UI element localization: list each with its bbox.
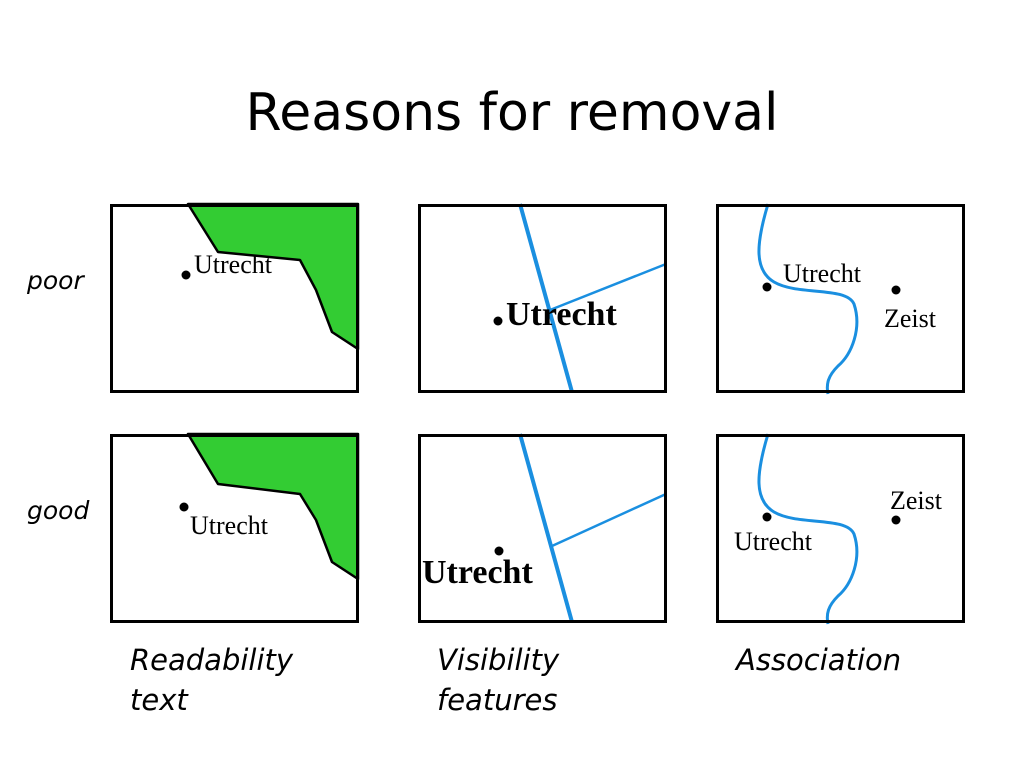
map-frame xyxy=(716,204,965,393)
slide-title: Reasons for removal xyxy=(245,83,779,143)
tributary-river xyxy=(549,262,667,312)
column-label-line: features xyxy=(437,683,558,717)
land-area xyxy=(186,432,360,581)
map-frame xyxy=(418,434,667,623)
column-label-association: Association xyxy=(736,640,901,680)
row-label-good: good xyxy=(27,496,90,525)
map-panel-readability-poor: Utrecht xyxy=(110,202,360,393)
main-river xyxy=(518,203,574,393)
town-point xyxy=(891,515,901,525)
city-label: Utrecht xyxy=(506,296,617,333)
city-point xyxy=(762,282,772,292)
town-label: Zeist xyxy=(884,304,937,333)
city-point xyxy=(762,512,772,522)
map-panel-association-poor: Utrecht Zeist xyxy=(716,203,965,395)
river xyxy=(757,433,859,625)
city-point xyxy=(181,270,191,280)
map-panel-readability-good: Utrecht xyxy=(110,432,360,623)
river xyxy=(757,203,859,395)
map-panel-visibility-poor: Utrecht xyxy=(418,203,667,393)
city-point xyxy=(179,502,189,512)
town-point xyxy=(891,285,901,295)
city-label: Utrecht xyxy=(422,554,533,591)
map-frame xyxy=(716,434,965,623)
map-frame xyxy=(110,434,359,623)
main-river xyxy=(518,433,574,623)
column-label-line: Association xyxy=(736,643,902,677)
map-panel-association-good: Utrecht Zeist xyxy=(716,433,965,625)
column-label-line: Visibility xyxy=(437,643,560,677)
town-label: Zeist xyxy=(890,486,943,515)
column-label-line: text xyxy=(130,683,188,717)
city-label: Utrecht xyxy=(190,511,269,540)
city-label: Utrecht xyxy=(734,527,813,556)
column-label-readability: Readability text xyxy=(130,640,293,720)
map-frame xyxy=(110,204,359,393)
city-label: Utrecht xyxy=(194,250,273,279)
city-label: Utrecht xyxy=(783,259,862,288)
map-panel-visibility-good: Utrecht xyxy=(418,433,667,623)
row-label-poor: poor xyxy=(27,266,84,295)
map-frame xyxy=(418,204,667,393)
column-label-line: Readability xyxy=(130,643,294,677)
city-point xyxy=(493,316,503,326)
column-label-visibility: Visibility features xyxy=(437,640,559,720)
city-point xyxy=(494,546,504,556)
tributary-river xyxy=(551,492,667,548)
